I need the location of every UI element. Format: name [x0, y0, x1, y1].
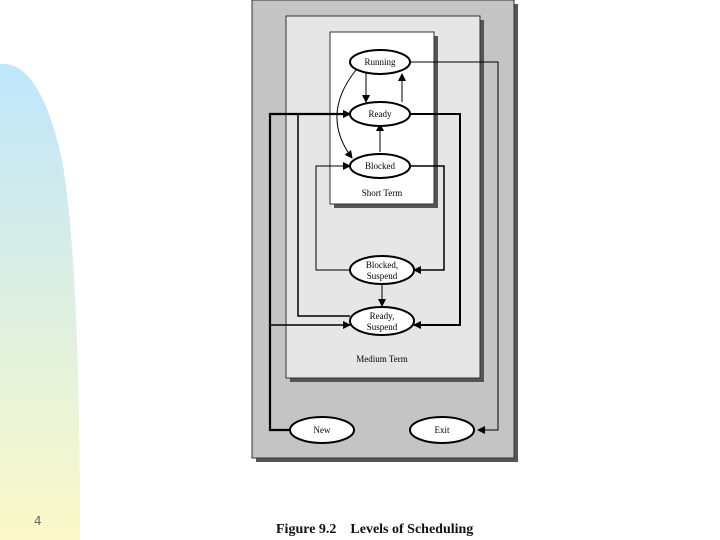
left-gradient-shape	[0, 63, 80, 540]
state-blocked	[349, 153, 411, 179]
state-blocked-suspend	[349, 255, 415, 285]
figure-caption: Figure 9.2 Levels of Scheduling	[276, 522, 474, 537]
label-blocked: Blocked	[365, 161, 395, 171]
state-exit	[409, 416, 475, 444]
label-ready: Ready	[369, 109, 392, 119]
state-ready	[349, 101, 411, 127]
label-ready-suspend-line1: Ready,	[370, 311, 395, 321]
label-new: New	[314, 425, 331, 435]
connectors	[268, 61, 499, 434]
label-short-term: Short Term	[362, 188, 402, 198]
state-new	[289, 416, 355, 444]
slide-number: 4	[34, 514, 42, 528]
state-running	[349, 49, 411, 75]
label-exit: Exit	[435, 425, 450, 435]
label-blocked-suspend-line2: Suspend	[367, 271, 398, 281]
label-running: Running	[364, 57, 396, 67]
label-medium-term: Medium Term	[356, 354, 407, 364]
label-ready-suspend-line2: Suspend	[367, 322, 398, 332]
state-ready-suspend	[349, 306, 415, 336]
label-blocked-suspend-line1: Blocked,	[366, 260, 398, 270]
